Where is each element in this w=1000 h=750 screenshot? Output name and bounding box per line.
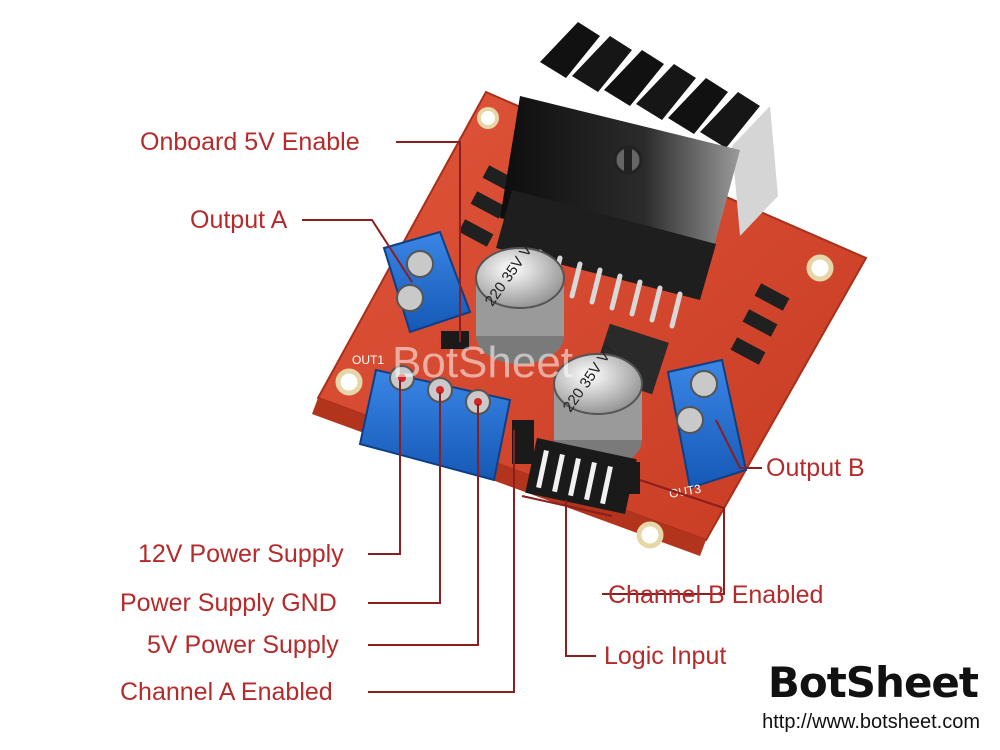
capacitor-2: 220 35V VT — [553, 341, 643, 468]
line-output-b — [715, 419, 762, 469]
capacitor-1: 220 35V VT — [475, 235, 565, 364]
line-logic-bracket — [521, 495, 613, 517]
callout-lines — [302, 141, 762, 693]
line-channel-a — [368, 430, 515, 693]
line-output-a — [302, 219, 413, 283]
label-5v-power-supply: 5V Power Supply — [147, 631, 339, 659]
terminal-screw — [396, 284, 424, 312]
label-channel-b-enabled: Channel B Enabled — [608, 581, 824, 609]
mounting-hole — [477, 107, 499, 129]
label-12v-power-supply: 12V Power Supply — [138, 540, 344, 568]
jumper-5v-enable — [439, 329, 471, 351]
watermark: BotSheet — [392, 338, 574, 387]
line-12v — [368, 380, 401, 555]
line-onboard-5v — [396, 141, 461, 342]
line-5v — [368, 404, 479, 646]
mounting-hole — [636, 521, 664, 549]
terminal-screw — [690, 370, 718, 398]
brand-url: http://www.botsheet.com — [762, 711, 980, 733]
silk-out3: OUT3 — [668, 482, 702, 501]
terminal-screw — [676, 406, 704, 434]
silk-out1: OUT1 — [352, 353, 384, 367]
label-onboard-5v-enable: Onboard 5V Enable — [140, 128, 360, 156]
terminal-output-a — [382, 230, 472, 334]
label-logic-input: Logic Input — [604, 642, 727, 670]
line-gnd — [368, 392, 441, 604]
brand-logo: BotSheet — [767, 658, 979, 707]
line-channel-b — [602, 479, 725, 595]
label-channel-a-enabled: Channel A Enabled — [120, 678, 333, 706]
terminal-output-b: OUT3 — [666, 358, 748, 501]
logic-header-pins — [512, 420, 640, 514]
mounting-hole — [806, 254, 834, 282]
mounting-hole — [335, 368, 363, 396]
label-output-b: Output B — [766, 454, 865, 482]
label-output-a: Output A — [190, 206, 288, 234]
line-logic — [565, 500, 596, 657]
terminal-power: OUT1 — [352, 353, 512, 482]
terminal-screw — [406, 250, 434, 278]
label-power-supply-gnd: Power Supply GND — [120, 589, 337, 617]
